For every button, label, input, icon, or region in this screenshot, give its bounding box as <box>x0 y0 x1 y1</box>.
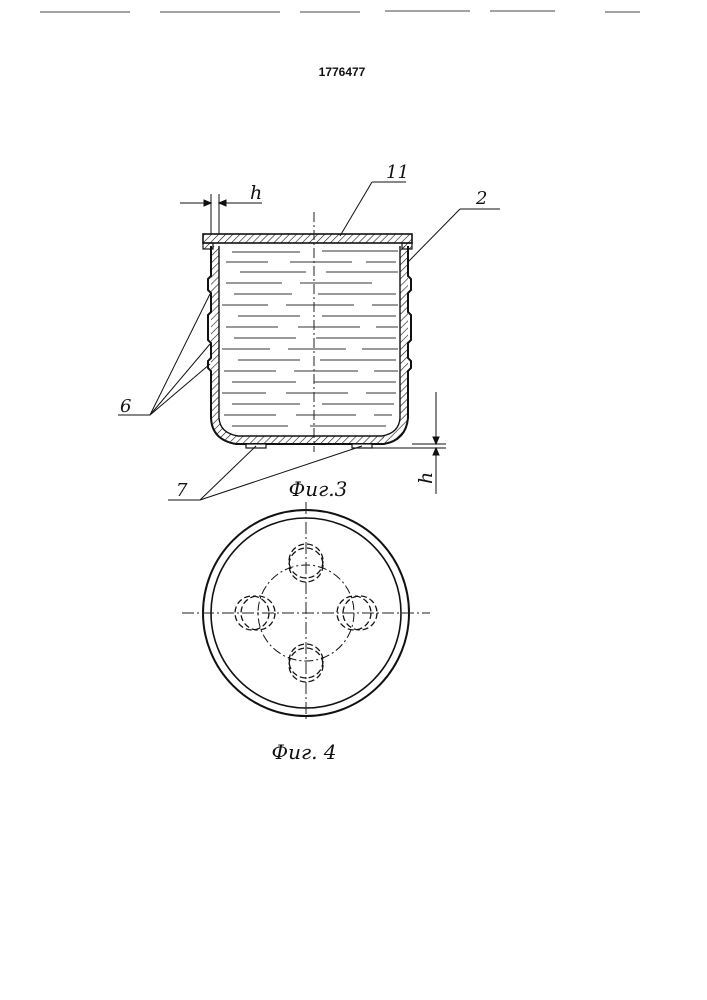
leader-11 <box>340 182 372 236</box>
liquid-contents <box>222 251 398 426</box>
leader-2 <box>408 209 460 262</box>
label-h-bottom: h <box>415 472 437 484</box>
label-6: 6 <box>120 396 131 417</box>
cup-outer-wall <box>208 246 411 444</box>
patent-number: 1776477 <box>319 65 366 79</box>
cup-inner-wall <box>219 246 400 436</box>
fig4-foot-left <box>235 596 275 630</box>
figure-4-caption: Фиг. 4 <box>271 740 336 764</box>
cup-wall-hatching <box>211 246 408 444</box>
header-rule <box>40 11 640 12</box>
label-11: 11 <box>386 162 409 183</box>
figure-3-section-view: h 11 2 6 7 <box>118 162 500 501</box>
figure-3-caption: Фиг.3 <box>289 477 348 501</box>
label-7: 7 <box>176 480 188 501</box>
label-h-top: h <box>250 182 262 204</box>
figure-4-bottom-view: Фиг. 4 <box>182 502 430 764</box>
label-2: 2 <box>475 188 487 209</box>
cup-lid <box>203 234 412 249</box>
leader-6 <box>118 294 210 415</box>
